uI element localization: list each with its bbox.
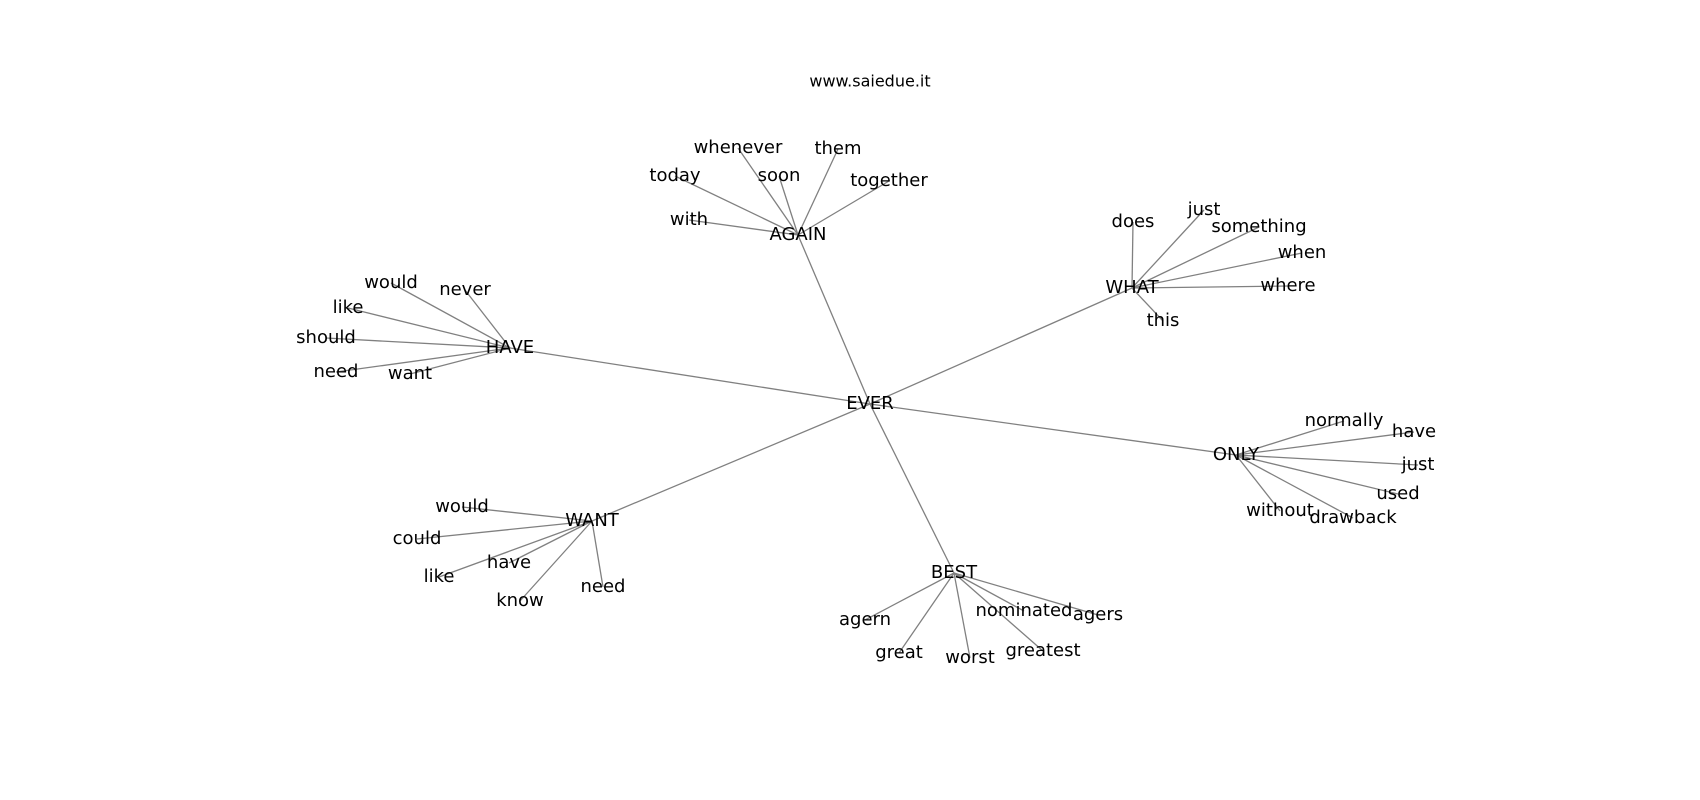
edge-again-soon xyxy=(778,175,799,236)
edge-have-would xyxy=(390,282,511,349)
node-leaf-what-something: something xyxy=(1211,216,1306,237)
node-leaf-only-used: used xyxy=(1376,483,1419,504)
edge-root-what xyxy=(869,287,1133,405)
edge-best-agern xyxy=(864,572,955,621)
edge-want-need xyxy=(591,520,604,588)
edge-what-does xyxy=(1131,221,1134,289)
edge-only-just xyxy=(1235,454,1419,466)
node-leaf-what-when: when xyxy=(1278,242,1327,263)
edge-root-have xyxy=(509,347,871,405)
edge-best-great xyxy=(898,572,955,654)
edge-root-again xyxy=(797,234,871,405)
node-hub-want: WANT xyxy=(565,510,620,531)
edge-best-greatest xyxy=(953,572,1044,652)
edge-root-want xyxy=(591,403,871,522)
nodes-layer: EVER AGAIN with today whenever soon them togeth… xyxy=(296,137,1436,668)
node-leaf-have-need: need xyxy=(314,361,359,382)
edge-have-want xyxy=(409,347,511,375)
edge-only-have xyxy=(1235,431,1415,456)
node-leaf-again-with: with xyxy=(670,209,708,230)
diagram-title: www.saiedue.it xyxy=(809,72,930,91)
node-leaf-again-soon: soon xyxy=(758,165,801,186)
edge-what-when xyxy=(1131,252,1303,289)
node-leaf-want-would: would xyxy=(435,496,489,517)
edge-again-today xyxy=(674,175,799,236)
edge-have-like xyxy=(347,307,511,349)
edge-best-agers xyxy=(953,572,1099,616)
edge-what-something xyxy=(1131,226,1260,289)
node-leaf-again-them: them xyxy=(814,138,861,159)
edge-have-need xyxy=(335,347,511,373)
edge-want-could xyxy=(416,520,593,540)
node-hub-best: BEST xyxy=(931,562,978,583)
node-leaf-want-have: have xyxy=(487,552,531,573)
edge-only-normally xyxy=(1235,420,1345,456)
node-leaf-have-would: would xyxy=(364,272,418,293)
node-leaf-have-like: like xyxy=(333,297,364,318)
node-leaf-best-great: great xyxy=(875,642,923,663)
node-leaf-have-never: never xyxy=(439,279,491,300)
node-leaf-what-does: does xyxy=(1112,211,1155,232)
edge-only-without xyxy=(1235,454,1281,512)
edge-only-drawback xyxy=(1235,454,1354,519)
edge-only-used xyxy=(1235,454,1399,495)
edge-want-have xyxy=(508,520,593,564)
node-leaf-want-could: could xyxy=(393,528,442,549)
edge-again-with xyxy=(688,219,799,236)
node-leaf-what-just: just xyxy=(1187,199,1221,220)
edge-want-know xyxy=(519,520,593,602)
edge-root-only xyxy=(869,403,1237,456)
edge-want-like xyxy=(438,520,593,578)
node-hub-again: AGAIN xyxy=(769,224,826,245)
node-leaf-again-together: together xyxy=(850,170,928,191)
node-leaf-best-agers: agers xyxy=(1073,604,1123,625)
node-leaf-best-agern: agern xyxy=(839,609,891,630)
node-leaf-want-need: need xyxy=(581,576,626,597)
node-leaf-what-this: this xyxy=(1147,310,1180,331)
node-leaf-best-greatest: greatest xyxy=(1005,640,1080,661)
node-leaf-best-worst: worst xyxy=(945,647,995,668)
edge-best-nominated xyxy=(953,572,1025,612)
node-hub-only: ONLY xyxy=(1213,444,1260,465)
node-hub-have: HAVE xyxy=(486,337,534,358)
node-root-ever: EVER xyxy=(846,393,894,414)
edge-what-just xyxy=(1131,209,1205,289)
node-leaf-again-today: today xyxy=(649,165,701,186)
node-leaf-again-whenever: whenever xyxy=(694,137,783,158)
node-leaf-want-know: know xyxy=(496,590,544,611)
node-leaf-only-just: just xyxy=(1401,454,1435,475)
edge-again-whenever xyxy=(737,147,799,236)
node-leaf-best-nominated: nominated xyxy=(976,600,1073,621)
edges-layer xyxy=(325,147,1419,659)
edge-again-together xyxy=(797,180,890,236)
node-leaf-what-where: where xyxy=(1260,275,1315,296)
node-leaf-only-normally: normally xyxy=(1305,410,1384,431)
node-hub-what: WHAT xyxy=(1105,277,1159,298)
edge-what-this xyxy=(1131,287,1164,322)
node-leaf-have-should: should xyxy=(296,327,356,348)
node-leaf-only-have: have xyxy=(1392,421,1436,442)
edge-have-should xyxy=(325,337,511,349)
edge-root-best xyxy=(869,403,955,574)
node-leaf-want-like: like xyxy=(424,566,455,587)
node-leaf-only-without: without xyxy=(1246,500,1314,521)
edge-best-worst xyxy=(953,572,971,659)
node-leaf-have-want: want xyxy=(388,363,432,384)
edge-again-them xyxy=(797,148,839,236)
node-leaf-only-drawback: drawback xyxy=(1309,507,1397,528)
edge-what-where xyxy=(1131,285,1289,289)
edge-want-would xyxy=(461,506,593,522)
edge-have-never xyxy=(464,289,511,349)
